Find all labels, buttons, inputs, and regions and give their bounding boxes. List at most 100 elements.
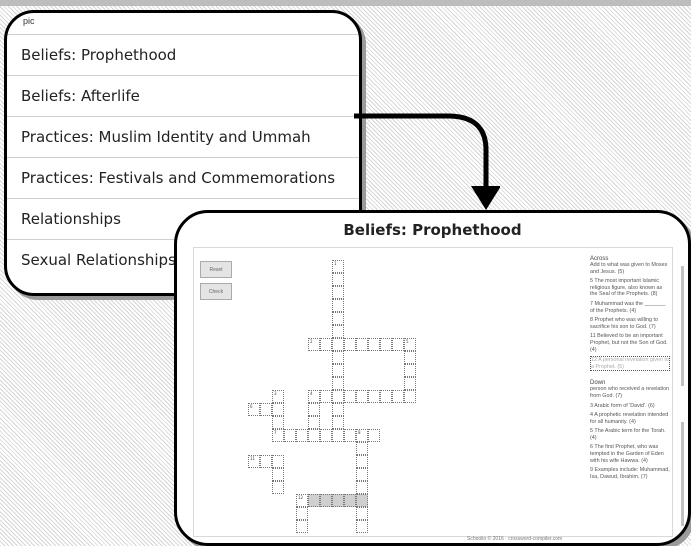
crossword-cell[interactable] xyxy=(320,390,332,403)
crossword-cell[interactable] xyxy=(356,442,368,455)
crossword-cell[interactable]: 1 xyxy=(332,260,344,273)
menu-item-muslim-identity[interactable]: Practices: Muslim Identity and Ummah xyxy=(7,116,359,157)
crossword-cell[interactable] xyxy=(320,429,332,442)
crossword-cell[interactable] xyxy=(308,429,320,442)
clue-across[interactable]: 8 Prophet who was willing to sacrifice h… xyxy=(590,317,659,330)
clue-down[interactable]: 6 The first Prophet, who was tempted in … xyxy=(590,444,664,464)
crossword-cell[interactable] xyxy=(344,390,356,403)
crossword-cell[interactable] xyxy=(332,273,344,286)
crossword-cell[interactable] xyxy=(356,468,368,481)
crossword-cell[interactable]: 11 xyxy=(248,455,260,468)
crossword-cell[interactable] xyxy=(332,494,344,507)
reset-button[interactable]: Reset xyxy=(200,261,232,278)
footer-credit: Schoolio © 2016 · crossword-compiler.com xyxy=(467,536,563,542)
crossword-cell[interactable] xyxy=(332,403,344,416)
connector-arrow-icon xyxy=(354,113,500,210)
crossword-cell[interactable] xyxy=(272,403,284,416)
clue-down[interactable]: 9 Examples include: Muhammad, Isa, Dawud… xyxy=(590,467,670,480)
crossword-cell[interactable]: 7 xyxy=(272,429,284,442)
crossword-cell[interactable] xyxy=(404,351,416,364)
crossword-cell[interactable] xyxy=(356,520,368,533)
crossword-cell[interactable] xyxy=(356,494,368,507)
menu-item-festivals[interactable]: Practices: Festivals and Commemorations xyxy=(7,157,359,198)
crossword-cell[interactable] xyxy=(344,338,356,351)
crossword-cell[interactable] xyxy=(272,416,284,429)
crossword-cell[interactable] xyxy=(332,390,344,403)
clue-across[interactable]: 7 Muhammad was the _______ of the Prophe… xyxy=(590,300,666,314)
crossword-cell[interactable] xyxy=(308,494,320,507)
crossword-cell[interactable] xyxy=(356,455,368,468)
crossword-cell[interactable] xyxy=(404,364,416,377)
crossword-cell[interactable] xyxy=(320,338,332,351)
crossword-cell[interactable]: 4 xyxy=(308,390,320,403)
crossword-cell[interactable] xyxy=(332,416,344,429)
crossword-cell[interactable]: 3 xyxy=(272,390,284,403)
crossword-cell[interactable]: 5 xyxy=(404,338,416,351)
clue-down[interactable]: 3 Arabic form of 'David'. (6) xyxy=(590,402,655,409)
crossword-cell[interactable] xyxy=(332,377,344,390)
crossword-cell[interactable] xyxy=(332,312,344,325)
crossword-cell[interactable] xyxy=(332,429,344,442)
crossword-cell[interactable]: 6 xyxy=(248,403,260,416)
menu-item-label: Beliefs: Prophethood xyxy=(21,46,177,64)
crossword-cell[interactable] xyxy=(392,338,404,351)
clue-across-selected[interactable]: 12 A personal revelation given to a Prop… xyxy=(590,356,670,372)
cell-number: 8 xyxy=(358,430,361,435)
menu-item-label: Practices: Muslim Identity and Ummah xyxy=(21,128,311,146)
menu-item-prophethood[interactable]: Beliefs: Prophethood xyxy=(7,34,359,75)
across-scrollbar[interactable] xyxy=(681,266,684,386)
crossword-cell[interactable] xyxy=(368,390,380,403)
check-button[interactable]: Check xyxy=(200,283,232,300)
crossword-cell[interactable] xyxy=(320,494,332,507)
clue-across[interactable]: 5 The most important Islamic religious f… xyxy=(590,278,663,298)
top-strip xyxy=(0,0,691,6)
clue-across[interactable]: Add to what was given to Moses and Jesus… xyxy=(590,262,668,275)
crossword-cell[interactable]: 12 xyxy=(296,494,308,507)
crossword-cell[interactable] xyxy=(404,390,416,403)
clue-panel: Across Add to what was given to Moses an… xyxy=(590,256,684,526)
crossword-cell[interactable] xyxy=(332,325,344,338)
cell-number: 2 xyxy=(310,339,313,344)
clue-down[interactable]: 4 A prophetic revelation intended for al… xyxy=(590,412,669,425)
crossword-cell[interactable]: 8 xyxy=(356,429,368,442)
menu-item-label: Practices: Festivals and Commemorations xyxy=(21,169,336,187)
crossword-cell[interactable] xyxy=(344,494,356,507)
crossword-cell[interactable] xyxy=(272,468,284,481)
crossword-cell[interactable] xyxy=(380,338,392,351)
crossword-cell[interactable] xyxy=(344,429,356,442)
crossword-cell[interactable] xyxy=(356,481,368,494)
cell-number: 11 xyxy=(250,456,256,461)
crossword-cell[interactable] xyxy=(392,390,404,403)
crossword-cell[interactable] xyxy=(368,429,380,442)
crossword-cell[interactable] xyxy=(356,507,368,520)
crossword-cell[interactable] xyxy=(284,429,296,442)
crossword-cell[interactable] xyxy=(356,390,368,403)
crossword-cell[interactable] xyxy=(272,481,284,494)
crossword-cell[interactable] xyxy=(308,403,320,416)
crossword-cell[interactable] xyxy=(296,429,308,442)
crossword-cell[interactable] xyxy=(404,377,416,390)
crossword-cell[interactable] xyxy=(332,351,344,364)
crossword-cell[interactable] xyxy=(272,455,284,468)
crossword-cell[interactable] xyxy=(356,338,368,351)
crossword-cell[interactable] xyxy=(260,455,272,468)
clue-down[interactable]: 5 The Arabic term for the Torah. (4) xyxy=(590,428,666,441)
down-scrollbar[interactable] xyxy=(681,422,684,526)
menu-item-afterlife[interactable]: Beliefs: Afterlife xyxy=(7,75,359,116)
clue-across[interactable]: 11 Believed to be an important Prophet, … xyxy=(590,333,668,353)
crossword-cell[interactable] xyxy=(332,338,344,351)
crossword-cell[interactable]: 2 xyxy=(308,338,320,351)
crossword-cell[interactable] xyxy=(308,416,320,429)
crossword-cell[interactable] xyxy=(260,403,272,416)
crossword-cell[interactable] xyxy=(368,338,380,351)
crossword-cell[interactable] xyxy=(332,286,344,299)
cell-number: 12 xyxy=(298,495,304,500)
cell-number: 7 xyxy=(274,430,277,435)
clue-down[interactable]: person who received a revelation from Go… xyxy=(590,386,670,399)
crossword-cell[interactable] xyxy=(296,507,308,520)
crossword-cell[interactable] xyxy=(332,364,344,377)
crossword-cell[interactable] xyxy=(332,299,344,312)
crossword-cell[interactable] xyxy=(296,520,308,533)
crossword-cell[interactable] xyxy=(380,390,392,403)
